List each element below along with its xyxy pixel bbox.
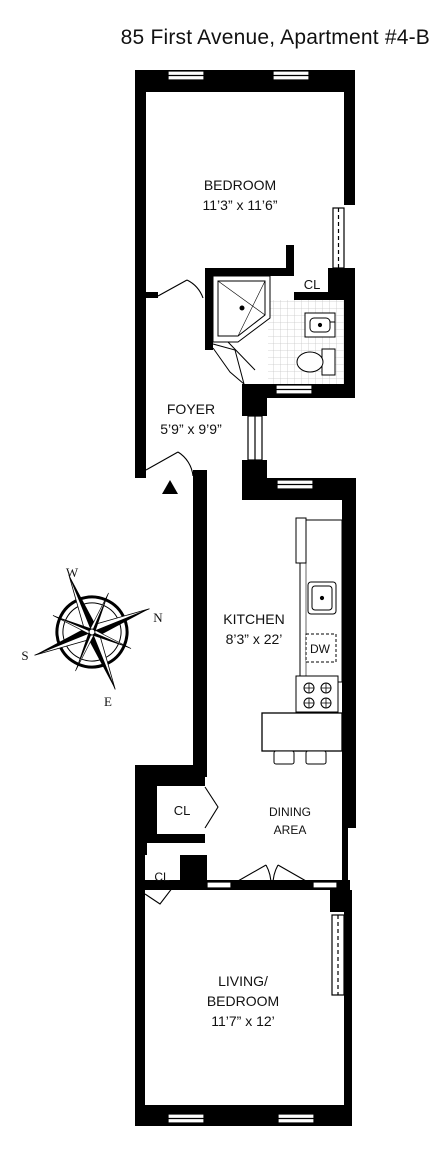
wall-living-left: [135, 855, 145, 1125]
room-labels: BEDROOM 11’3” x 11’6” CL FOYER 5’9” x 9’…: [154, 177, 330, 1029]
kitchen-counter-upper: [295, 517, 307, 564]
wall-right-dining: [342, 828, 348, 890]
wall-left-foyer: [135, 296, 146, 478]
plan-title: 85 First Avenue, Apartment #4-B: [120, 26, 430, 49]
foyer-name: FOYER: [167, 401, 215, 417]
window-bedroom-1: [167, 70, 205, 81]
compass-labels: W N S E: [21, 565, 163, 709]
shower-icon: [212, 272, 271, 343]
dining-line1: DINING: [269, 805, 311, 819]
closet-bedroom-label: CL: [304, 277, 321, 292]
wall-divider-dining-living: [135, 880, 350, 890]
wall-bath-left: [205, 268, 213, 350]
bedroom-name: BEDROOM: [204, 177, 276, 193]
living-line2: BEDROOM: [207, 993, 279, 1009]
living-line1: LIVING/: [218, 973, 268, 989]
wall-bedroom-divider: [146, 292, 158, 298]
closet-hall-label: CL: [174, 803, 191, 818]
kitchen-name: KITCHEN: [223, 611, 284, 627]
bathroom: [212, 272, 344, 385]
closet-hall-space: [157, 786, 205, 834]
dining-line2: AREA: [274, 823, 307, 837]
window-living-2: [277, 1113, 315, 1124]
door-bedroom: [157, 279, 204, 299]
door-living-closet: [144, 886, 174, 905]
door-hall-closet: [204, 786, 219, 829]
compass-label-s: S: [21, 648, 28, 663]
dishwasher-box: [305, 633, 337, 663]
door-entry: [145, 451, 194, 477]
wall-closet-bottom: [294, 292, 355, 300]
wall-dining-left-jog: [135, 765, 207, 777]
wall-living-right-lower: [344, 890, 352, 1125]
kitchen-island: [261, 712, 343, 752]
entry-arrow-icon: [162, 480, 178, 494]
window-divider-right: [312, 881, 338, 889]
wall-foyer-right: [242, 398, 267, 416]
kitchen-dims: 8’3” x 22’: [226, 631, 283, 647]
bedroom-dims: 11’3” x 11’6”: [203, 197, 278, 213]
wall-right-bedroom: [344, 70, 355, 205]
wall-closet-right: [286, 245, 294, 276]
compass-label-n: N: [153, 610, 163, 625]
door-living-double: [230, 864, 314, 886]
window-bedroom-2: [272, 70, 310, 81]
wall-kitchen-right: [342, 478, 356, 828]
closet-bedroom-space: [294, 270, 328, 292]
bar-stool-2: [305, 750, 327, 765]
window-living-1: [167, 1113, 205, 1124]
foyer-dims: 5’9” x 9’9”: [160, 421, 222, 437]
window-kitchen: [276, 479, 314, 490]
window-living-side: [331, 914, 345, 996]
wall-bath-top: [205, 268, 293, 276]
bath-door-icon: [212, 341, 256, 385]
wall-right-bedroom-lower: [344, 298, 355, 396]
closet-interiors: [145, 270, 328, 880]
window-bath: [275, 384, 313, 395]
closet-living-space: [145, 855, 180, 880]
doors: [144, 279, 314, 905]
wall-left-bedroom: [135, 70, 146, 296]
living-dims: 11’7” x 12’: [211, 1013, 275, 1029]
window-foyer-side: [247, 415, 263, 461]
wall-foyer-door-jamb: [193, 470, 207, 484]
wall-dining-left: [135, 765, 147, 855]
wall-kitchen-left: [193, 470, 207, 765]
compass-star-icon: [34, 574, 150, 690]
sink-icon: [304, 312, 336, 338]
bar-stool-1: [273, 750, 295, 765]
compass-label-e: E: [104, 694, 112, 709]
compass-rose: [34, 574, 150, 690]
windows: [167, 70, 345, 1124]
kitchen-fixtures: [261, 517, 343, 765]
dishwasher-label: DW: [310, 642, 331, 656]
wall-closet-divider: [328, 268, 355, 298]
compass-label-w: W: [66, 565, 79, 580]
toilet-icon: [296, 348, 336, 376]
stove-icon: [295, 675, 339, 713]
kitchen-sink-icon: [307, 581, 337, 615]
closet-living-label: CL: [154, 870, 170, 884]
wall-bath-left-lower: [242, 384, 267, 398]
window-bedroom-side: [332, 207, 345, 269]
wall-divider-left-block: [180, 855, 207, 890]
window-divider-left: [206, 881, 232, 889]
